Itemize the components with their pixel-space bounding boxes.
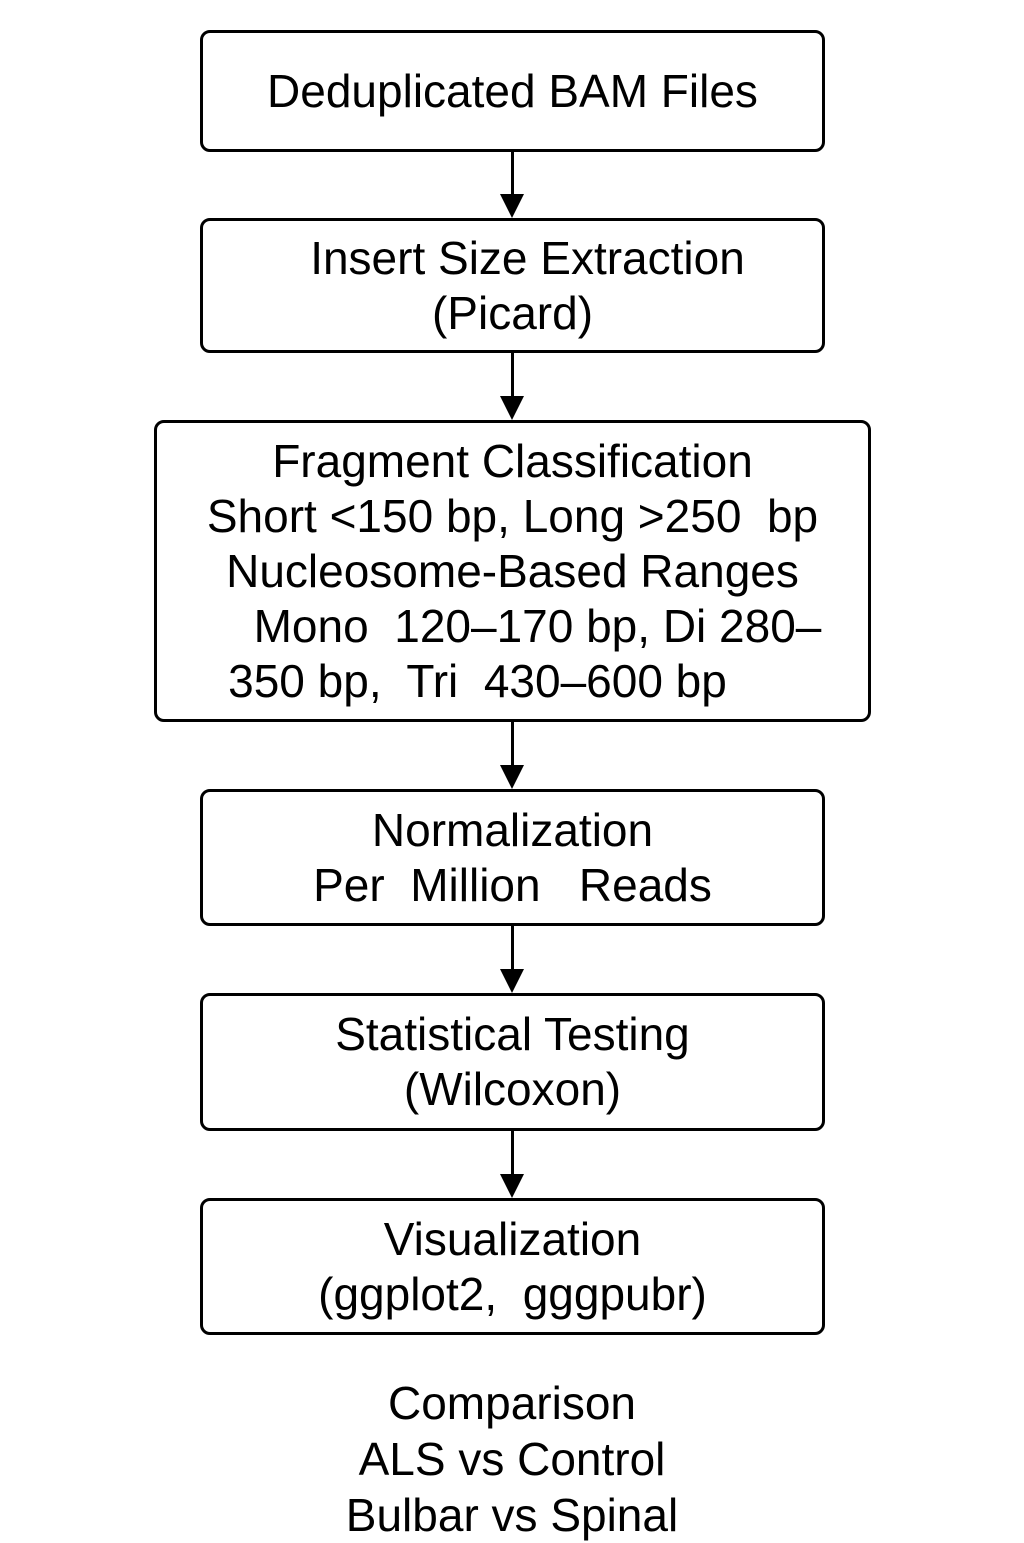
- step-normalization-box: Normalization Per Million Reads: [200, 789, 825, 926]
- step-text-line: Normalization: [371, 803, 654, 856]
- arrow-shaft: [510, 926, 514, 973]
- arrow-shaft: [510, 722, 514, 769]
- arrow-head: [500, 396, 524, 420]
- comparison-block: Comparison ALS vs Control Bulbar vs Spin…: [0, 1375, 1024, 1543]
- arrow-head: [500, 969, 524, 993]
- step-statistical-testing-box: Statistical Testing (Wilcoxon): [200, 993, 825, 1131]
- step-text-line: Short <150 bp, Long >250 bp: [206, 489, 819, 542]
- step-text-line: 350 bp, Tri 430–600 bp: [228, 654, 727, 707]
- step-text-line: Insert Size Extraction: [310, 231, 745, 284]
- step-text-line: Visualization: [383, 1212, 642, 1265]
- step-text-line: Per Million Reads: [313, 858, 712, 911]
- flow-arrow: [500, 152, 524, 218]
- flow-arrow: [500, 926, 524, 993]
- arrow-shaft: [510, 353, 514, 400]
- step-text-line: (ggplot2, gggpubr): [318, 1267, 707, 1320]
- arrow-head: [500, 194, 524, 218]
- step-text-line: Nucleosome-Based Ranges: [226, 544, 799, 597]
- step-text-line: Mono 120–170 bp, Di 280–: [253, 599, 822, 652]
- step-fragment-classification-box: Fragment Classification Short <150 bp, L…: [154, 420, 871, 722]
- flow-arrow: [500, 1131, 524, 1198]
- step-text-line: Statistical Testing: [335, 1008, 690, 1060]
- arrow-shaft: [510, 152, 514, 198]
- step-insert-size-extraction-box: Insert Size Extraction (Picard): [200, 218, 825, 353]
- arrow-shaft: [510, 1131, 514, 1178]
- step-visualization-box: Visualization (ggplot2, gggpubr): [200, 1198, 825, 1335]
- step-text-line: Fragment Classification: [272, 434, 753, 487]
- comparison-line: ALS vs Control: [358, 1433, 666, 1485]
- step-text-line: Deduplicated BAM Files: [267, 64, 758, 117]
- flow-arrow: [500, 353, 524, 420]
- comparison-line: Bulbar vs Spinal: [345, 1489, 679, 1541]
- step-text-line: (Wilcoxon): [403, 1063, 622, 1115]
- flow-arrow: [500, 722, 524, 789]
- arrow-head: [500, 1174, 524, 1198]
- step-deduplicated-bam-box: Deduplicated BAM Files: [200, 30, 825, 152]
- comparison-heading: Comparison: [388, 1377, 636, 1429]
- arrow-head: [500, 765, 524, 789]
- step-text-line: (Picard): [431, 286, 594, 339]
